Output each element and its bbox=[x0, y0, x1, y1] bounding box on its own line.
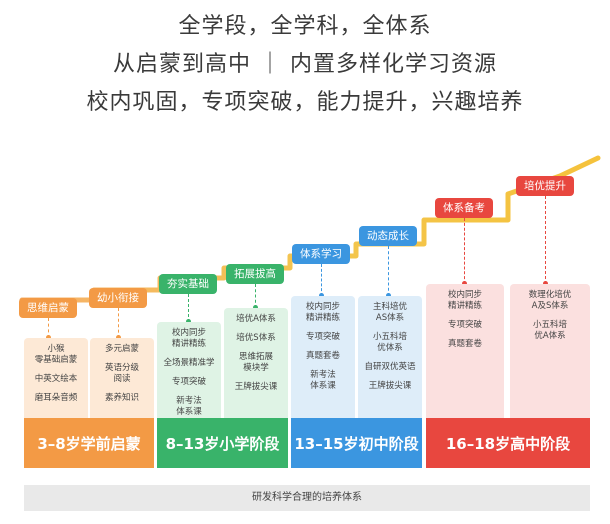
course-item: 素养知识 bbox=[104, 393, 139, 403]
course-item: 专项突破 bbox=[171, 377, 206, 387]
course-item: 专项突破 bbox=[305, 332, 340, 342]
headline-3: 校内巩固，专项突破，能力提升，兴趣培养 bbox=[86, 90, 524, 115]
stage-label: 体系学习 bbox=[292, 244, 350, 264]
stage-connector bbox=[464, 218, 466, 284]
course-item: 王牌拔尖课 bbox=[368, 381, 412, 391]
stage-connector-dot bbox=[319, 293, 324, 298]
age-band: 16–18岁高中阶段 bbox=[426, 418, 590, 468]
course-item: 磨耳朵音频 bbox=[34, 393, 78, 403]
course-item: 专项突破 bbox=[447, 320, 482, 330]
stage-connector-dot bbox=[462, 281, 467, 286]
course-card: 校内同步 精讲精练全场景精准学专项突破新考法 体系课 bbox=[157, 322, 221, 418]
course-card: 校内同步 精讲精练专项突破真题套卷新考法 体系课 bbox=[291, 296, 355, 418]
course-item: 小五科培 优体系 bbox=[372, 332, 407, 353]
stage-connector bbox=[255, 284, 257, 308]
course-item: 新考法 体系课 bbox=[176, 396, 202, 417]
stage-connector-dot bbox=[46, 335, 51, 340]
stage-connector-dot bbox=[386, 293, 391, 298]
course-card: 多元启蒙英语分级 阅读素养知识 bbox=[90, 338, 154, 418]
stage-label: 夯实基础 bbox=[159, 274, 217, 294]
course-card: 培优A体系培优S体系思维拓展 模块学王牌拔尖课 bbox=[224, 308, 288, 418]
stage-connector bbox=[545, 196, 547, 284]
course-card: 小猴 零基础启蒙中英文绘本磨耳朵音频 bbox=[24, 338, 88, 418]
course-item: 小猴 零基础启蒙 bbox=[34, 344, 78, 365]
course-item: 培优A体系 bbox=[236, 314, 276, 324]
age-band: 3–8岁学前启蒙 bbox=[24, 418, 154, 468]
age-band: 13–15岁初中阶段 bbox=[291, 418, 422, 468]
headline-1: 全学段，全学科，全体系 bbox=[178, 14, 432, 39]
course-item: 小五科培 优A体系 bbox=[532, 320, 567, 341]
stage-connector bbox=[321, 264, 323, 296]
course-item: 中英文绘本 bbox=[34, 374, 78, 384]
course-item: 校内同步 精讲精练 bbox=[305, 302, 340, 323]
course-item: 自研双优英语 bbox=[364, 362, 416, 372]
course-item: 英语分级 阅读 bbox=[104, 363, 139, 384]
course-item: 全场景精准学 bbox=[163, 358, 215, 368]
stage-connector-dot bbox=[543, 281, 548, 286]
stage-label: 体系备考 bbox=[435, 198, 493, 218]
course-item: 真题套卷 bbox=[305, 351, 340, 361]
stage-connector bbox=[48, 318, 50, 338]
stage-label: 培优提升 bbox=[516, 176, 574, 196]
course-item: 新考法 体系课 bbox=[310, 370, 336, 391]
stage-connector bbox=[188, 294, 190, 322]
course-item: 王牌拔尖课 bbox=[234, 382, 278, 392]
course-item: 校内同步 精讲精练 bbox=[171, 328, 206, 349]
course-item: 校内同步 精讲精练 bbox=[447, 290, 482, 311]
footer-caption: 研发科学合理的培养体系 bbox=[24, 485, 590, 511]
stage-connector bbox=[388, 246, 390, 296]
stage-label: 拓展拔高 bbox=[226, 264, 284, 284]
stage-connector bbox=[118, 308, 120, 338]
stage-connector-dot bbox=[186, 319, 191, 324]
stage-label: 思维启蒙 bbox=[19, 298, 77, 318]
course-card: 数理化培优 A及S体系小五科培 优A体系 bbox=[510, 284, 590, 418]
course-card: 主科培优 AS体系小五科培 优体系自研双优英语王牌拔尖课 bbox=[358, 296, 422, 418]
course-item: 真题套卷 bbox=[447, 339, 482, 349]
age-band: 8–13岁小学阶段 bbox=[157, 418, 288, 468]
course-item: 多元启蒙 bbox=[104, 344, 139, 354]
headline-2: 从启蒙到高中 ｜ 内置多样化学习资源 bbox=[113, 52, 497, 77]
stage-connector-dot bbox=[116, 335, 121, 340]
course-item: 思维拓展 模块学 bbox=[238, 352, 273, 373]
course-item: 主科培优 AS体系 bbox=[372, 302, 407, 323]
course-item: 数理化培优 A及S体系 bbox=[528, 290, 572, 311]
stage-label: 幼小衔接 bbox=[89, 288, 147, 308]
stage-label: 动态成长 bbox=[359, 226, 417, 246]
stage-connector-dot bbox=[253, 305, 258, 310]
course-item: 培优S体系 bbox=[236, 333, 276, 343]
course-card: 校内同步 精讲精练专项突破真题套卷 bbox=[426, 284, 504, 418]
